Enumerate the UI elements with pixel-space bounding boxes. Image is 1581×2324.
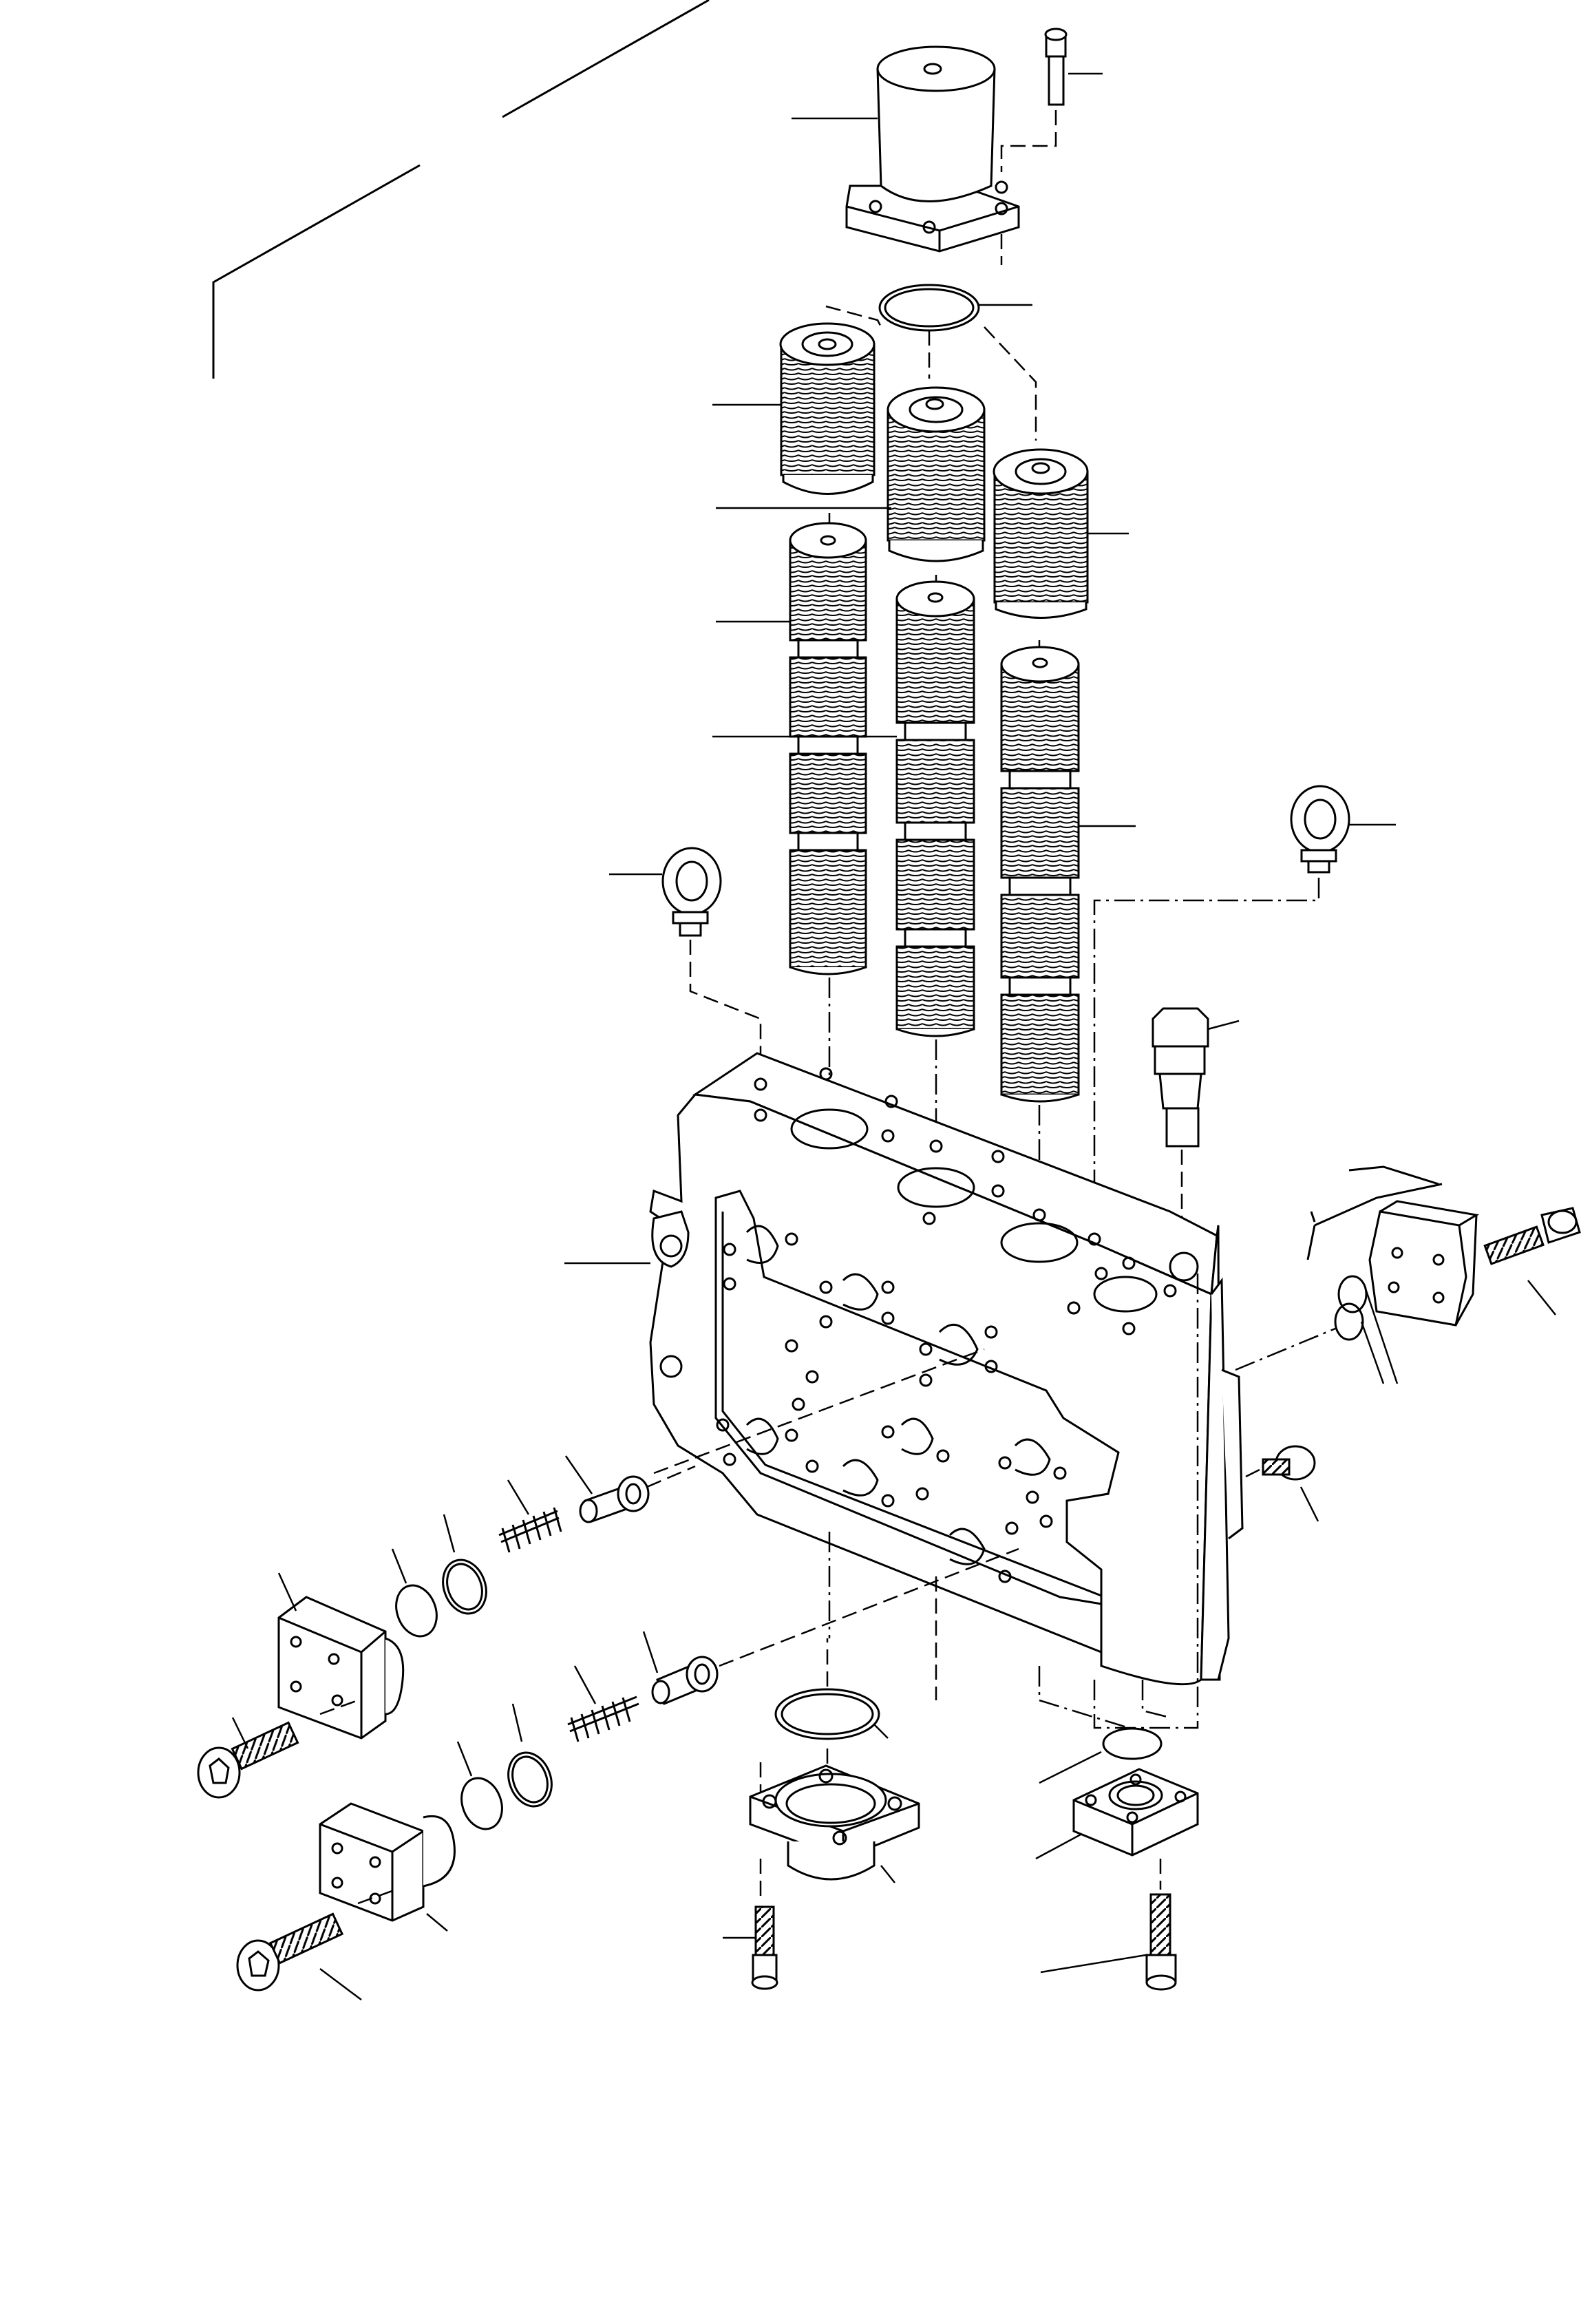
bottom-small-o-ring [1039, 1727, 1163, 1784]
bottom-hidden-line-b [1038, 1666, 1129, 1729]
check-spring-upper [498, 1479, 562, 1553]
side-cover-bolt [1235, 1207, 1581, 1371]
eye-bolt-right [1093, 785, 1396, 1253]
bottom-flange-bolt [723, 1905, 778, 1990]
spring-assembly-center [716, 386, 986, 562]
solenoid-cap [792, 45, 1020, 253]
check-o-ring-upper [442, 1514, 487, 1615]
side-o-rings [1334, 1275, 1399, 1384]
bottom-flange [749, 1764, 920, 1883]
side-cover-right [1306, 1165, 1480, 1327]
spring-assembly-right [993, 448, 1129, 619]
check-poppet-upper [564, 1455, 696, 1523]
relief-valve-plug [1152, 1007, 1240, 1260]
bottom-hidden-line-c [1093, 1274, 1199, 1729]
check-cover-upper [277, 1572, 405, 1740]
bottom-hidden-line-d [1141, 1680, 1171, 1719]
spool-center [712, 575, 975, 1212]
cap-bolt [1000, 28, 1103, 265]
spring-assembly-left [712, 322, 876, 495]
spool-left [716, 513, 867, 1129]
spool-right [1000, 640, 1136, 1267]
eye-bolt-left [609, 847, 762, 1081]
check-o-ring-lower [507, 1703, 553, 1808]
bottom-small-cover-bolt [1040, 1893, 1177, 1991]
check-backup-ring-lower [456, 1741, 503, 1830]
valve-body [564, 1052, 1244, 1686]
o-ring-top [878, 284, 1032, 332]
check-spring-lower [567, 1665, 639, 1742]
plug-right [1245, 1445, 1319, 1522]
check-cover-bolt-upper [197, 1699, 359, 1799]
cap-hidden-lines [825, 305, 1037, 441]
bottom-small-cover [1035, 1768, 1199, 1890]
check-backup-ring-upper [391, 1548, 438, 1638]
check-cover-bolt-lower [236, 1888, 396, 2000]
reference-bracket [212, 0, 710, 379]
check-cover-lower [319, 1802, 456, 1932]
check-poppet-lower [642, 1348, 1019, 1706]
